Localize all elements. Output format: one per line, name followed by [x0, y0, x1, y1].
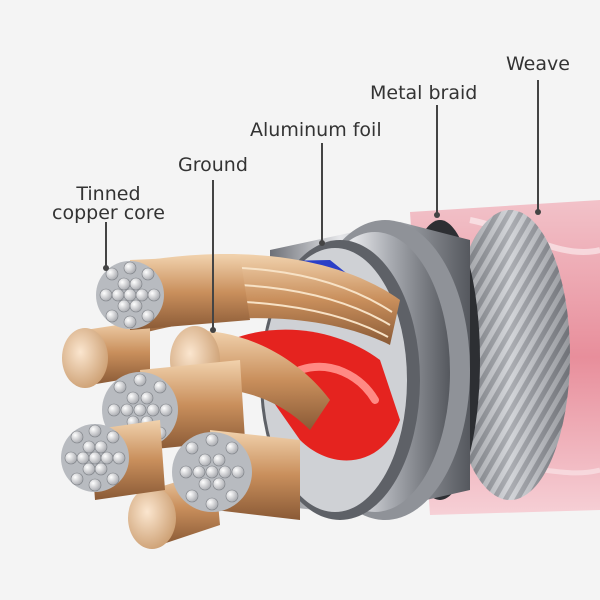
leader-dots — [103, 209, 541, 333]
label-aluminum-foil: Aluminum foil — [250, 119, 382, 141]
label-tinned-copper-core-line-1: Tinned — [76, 183, 141, 205]
leader-dot-weave — [535, 209, 541, 215]
solid-rod-left — [62, 320, 150, 388]
label-metal-braid: Metal braid — [370, 82, 478, 104]
tinned-core-lower-left — [61, 420, 165, 500]
leader-dot-tinned-copper-core — [103, 265, 109, 271]
label-weave: Weave — [506, 53, 570, 75]
label-ground: Ground — [178, 154, 248, 176]
leader-dot-ground — [210, 327, 216, 333]
label-tinned-copper-core-line-2: copper core — [52, 202, 165, 224]
tinned-core-top — [96, 255, 250, 330]
leader-dot-aluminum-foil — [319, 240, 325, 246]
leader-dot-metal-braid — [434, 212, 440, 218]
tinned-core-lower-right — [172, 430, 300, 520]
leader-lines — [105, 80, 539, 330]
label-tinned-copper-core: Tinned copper core — [52, 185, 165, 223]
